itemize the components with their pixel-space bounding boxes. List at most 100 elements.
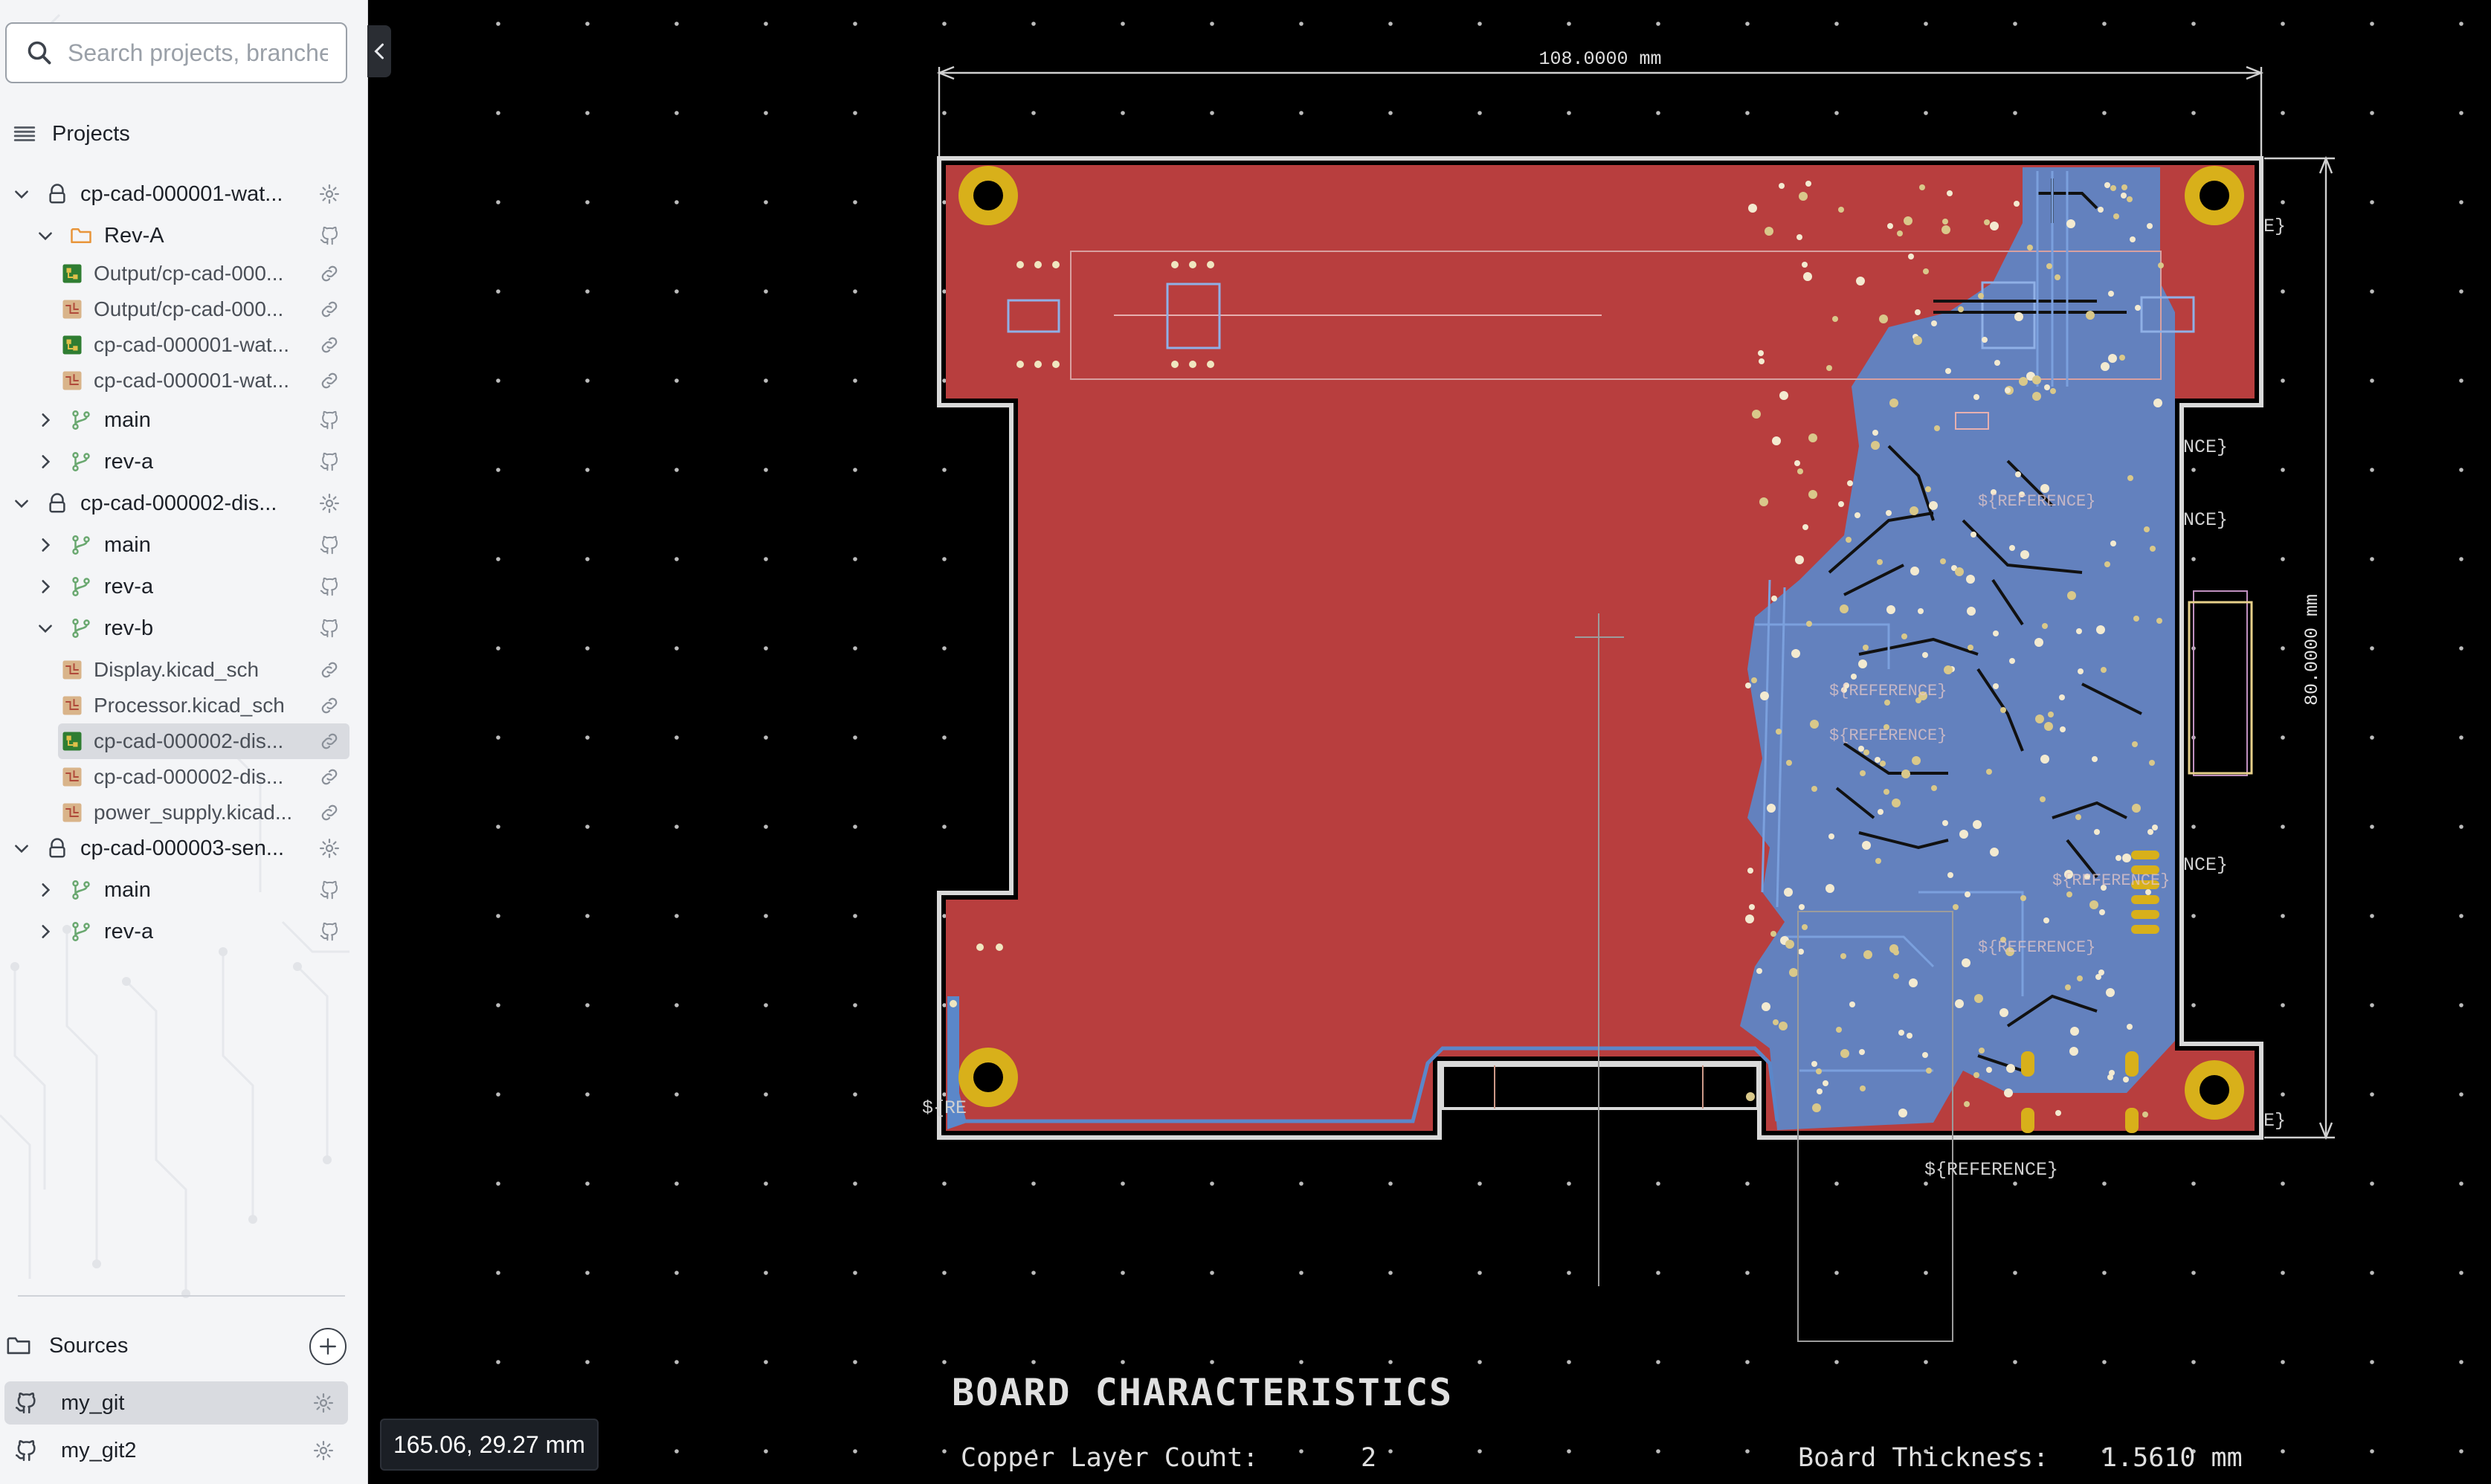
chevron-right-icon[interactable] <box>36 577 55 596</box>
tree-item-branch[interactable]: main <box>0 872 349 908</box>
grid-dot <box>1477 1271 1482 1275</box>
tree-item-file[interactable]: cp-cad-000002-dis... <box>58 723 349 759</box>
tree-item-project[interactable]: cp-cad-000001-wat... <box>0 176 349 212</box>
grid-dot <box>496 289 500 294</box>
search-input[interactable] <box>66 38 329 68</box>
via <box>1990 848 1999 856</box>
tree-item-file[interactable]: cp-cad-000001-wat... <box>0 327 349 363</box>
grid-dot <box>853 22 857 26</box>
grid-dot <box>1834 1181 1839 1186</box>
grid-dot <box>1031 1271 1036 1275</box>
height-dimension <box>2264 155 2335 1141</box>
tree-item-file[interactable]: Output/cp-cad-000... <box>0 291 349 327</box>
tree-item-file[interactable]: cp-cad-000002-dis... <box>0 759 349 795</box>
grid-dot <box>1210 22 1214 26</box>
via <box>2130 236 2136 242</box>
link-icon[interactable] <box>318 694 341 717</box>
chevron-down-icon[interactable] <box>36 619 55 638</box>
collapse-sidebar-button[interactable] <box>367 25 391 77</box>
git-icon[interactable] <box>318 409 341 431</box>
grid-dot <box>1567 1181 1571 1186</box>
add-source-button[interactable] <box>309 1328 347 1365</box>
tree-item-label: cp-cad-000001-wat... <box>80 181 283 206</box>
git-icon[interactable] <box>318 920 341 943</box>
tree-item-file[interactable]: Processor.kicad_sch <box>0 688 349 723</box>
chevron-down-icon[interactable] <box>12 839 31 858</box>
via <box>2059 694 2065 700</box>
chevron-right-icon[interactable] <box>36 922 55 941</box>
via <box>2104 561 2110 567</box>
link-icon[interactable] <box>318 298 341 320</box>
via <box>2132 804 2141 813</box>
via <box>1786 760 1792 766</box>
git-icon[interactable] <box>318 575 341 598</box>
gear-icon[interactable] <box>312 1439 335 1462</box>
gear-icon[interactable] <box>318 183 341 205</box>
via <box>1802 524 1808 530</box>
gear-icon[interactable] <box>318 837 341 859</box>
tree-item-file[interactable]: power_supply.kicad... <box>0 795 349 830</box>
chevron-right-icon[interactable] <box>36 410 55 430</box>
pcb-canvas[interactable]: 108.0000 mm 80.0000 mm ${REFERENCE} ${RE… <box>368 0 2491 1484</box>
chevron-down-icon[interactable] <box>12 184 31 204</box>
git-icon[interactable] <box>318 617 341 639</box>
via <box>2101 885 2107 891</box>
link-icon[interactable] <box>318 659 341 681</box>
gear-icon[interactable] <box>312 1392 335 1414</box>
via <box>1207 261 1214 268</box>
via <box>2064 870 2073 879</box>
via <box>2092 756 2098 762</box>
chevron-right-icon[interactable] <box>36 880 55 900</box>
grid-dot <box>1121 1360 1125 1364</box>
link-icon[interactable] <box>318 370 341 392</box>
git-icon[interactable] <box>318 879 341 901</box>
via <box>1994 360 2000 366</box>
link-icon[interactable] <box>318 334 341 356</box>
tree-item-file[interactable]: cp-cad-000001-wat... <box>0 363 349 399</box>
link-icon[interactable] <box>318 730 341 752</box>
via <box>2089 900 2098 909</box>
tree-item-branch[interactable]: main <box>0 402 349 438</box>
via <box>1955 567 1964 576</box>
tree-item-branch[interactable]: rev-a <box>0 444 349 480</box>
tree-item-branch[interactable]: main <box>0 527 349 563</box>
via <box>1877 559 1883 565</box>
chevron-right-icon[interactable] <box>36 535 55 555</box>
tree-item-project[interactable]: cp-cad-000003-sen... <box>0 830 349 866</box>
component-footprint <box>1981 281 2036 349</box>
tree-item-file[interactable]: Output/cp-cad-000... <box>0 256 349 291</box>
gear-icon[interactable] <box>318 492 341 514</box>
via <box>1968 645 1973 651</box>
via <box>1898 1109 1907 1117</box>
grid-dot <box>674 1271 679 1275</box>
link-icon[interactable] <box>318 766 341 788</box>
via <box>2000 937 2006 943</box>
tree-item-file[interactable]: Display.kicad_sch <box>0 652 349 688</box>
link-icon[interactable] <box>318 262 341 285</box>
grid-dot <box>2370 200 2374 204</box>
chevron-right-icon[interactable] <box>36 452 55 471</box>
git-icon[interactable] <box>318 451 341 473</box>
search-box[interactable] <box>5 22 347 83</box>
tree-item-folder[interactable]: Rev-A <box>0 218 349 254</box>
tree-item-branch[interactable]: rev-a <box>0 569 349 604</box>
source-item-my-git2[interactable]: my_git2 <box>4 1429 348 1472</box>
grid-dot <box>1656 1360 1660 1364</box>
grid-dot <box>674 1092 679 1097</box>
chevron-down-icon[interactable] <box>36 226 55 245</box>
tree-item-label: Output/cp-cad-000... <box>94 262 284 285</box>
git-icon[interactable] <box>318 225 341 247</box>
tree-item-project[interactable]: cp-cad-000002-dis... <box>0 485 349 521</box>
via <box>1973 820 1982 829</box>
via <box>1990 222 1999 230</box>
tree-item-branch[interactable]: rev-a <box>0 914 349 949</box>
chevron-down-icon[interactable] <box>12 494 31 513</box>
via <box>1841 687 1847 693</box>
tree-item-branch[interactable]: rev-b <box>0 610 349 646</box>
component-footprint <box>1955 412 1989 430</box>
link-icon[interactable] <box>318 801 341 824</box>
grid-dot <box>853 378 857 383</box>
git-icon[interactable] <box>318 534 341 556</box>
source-item-my-git[interactable]: my_git <box>4 1381 348 1425</box>
via <box>1918 691 1927 700</box>
